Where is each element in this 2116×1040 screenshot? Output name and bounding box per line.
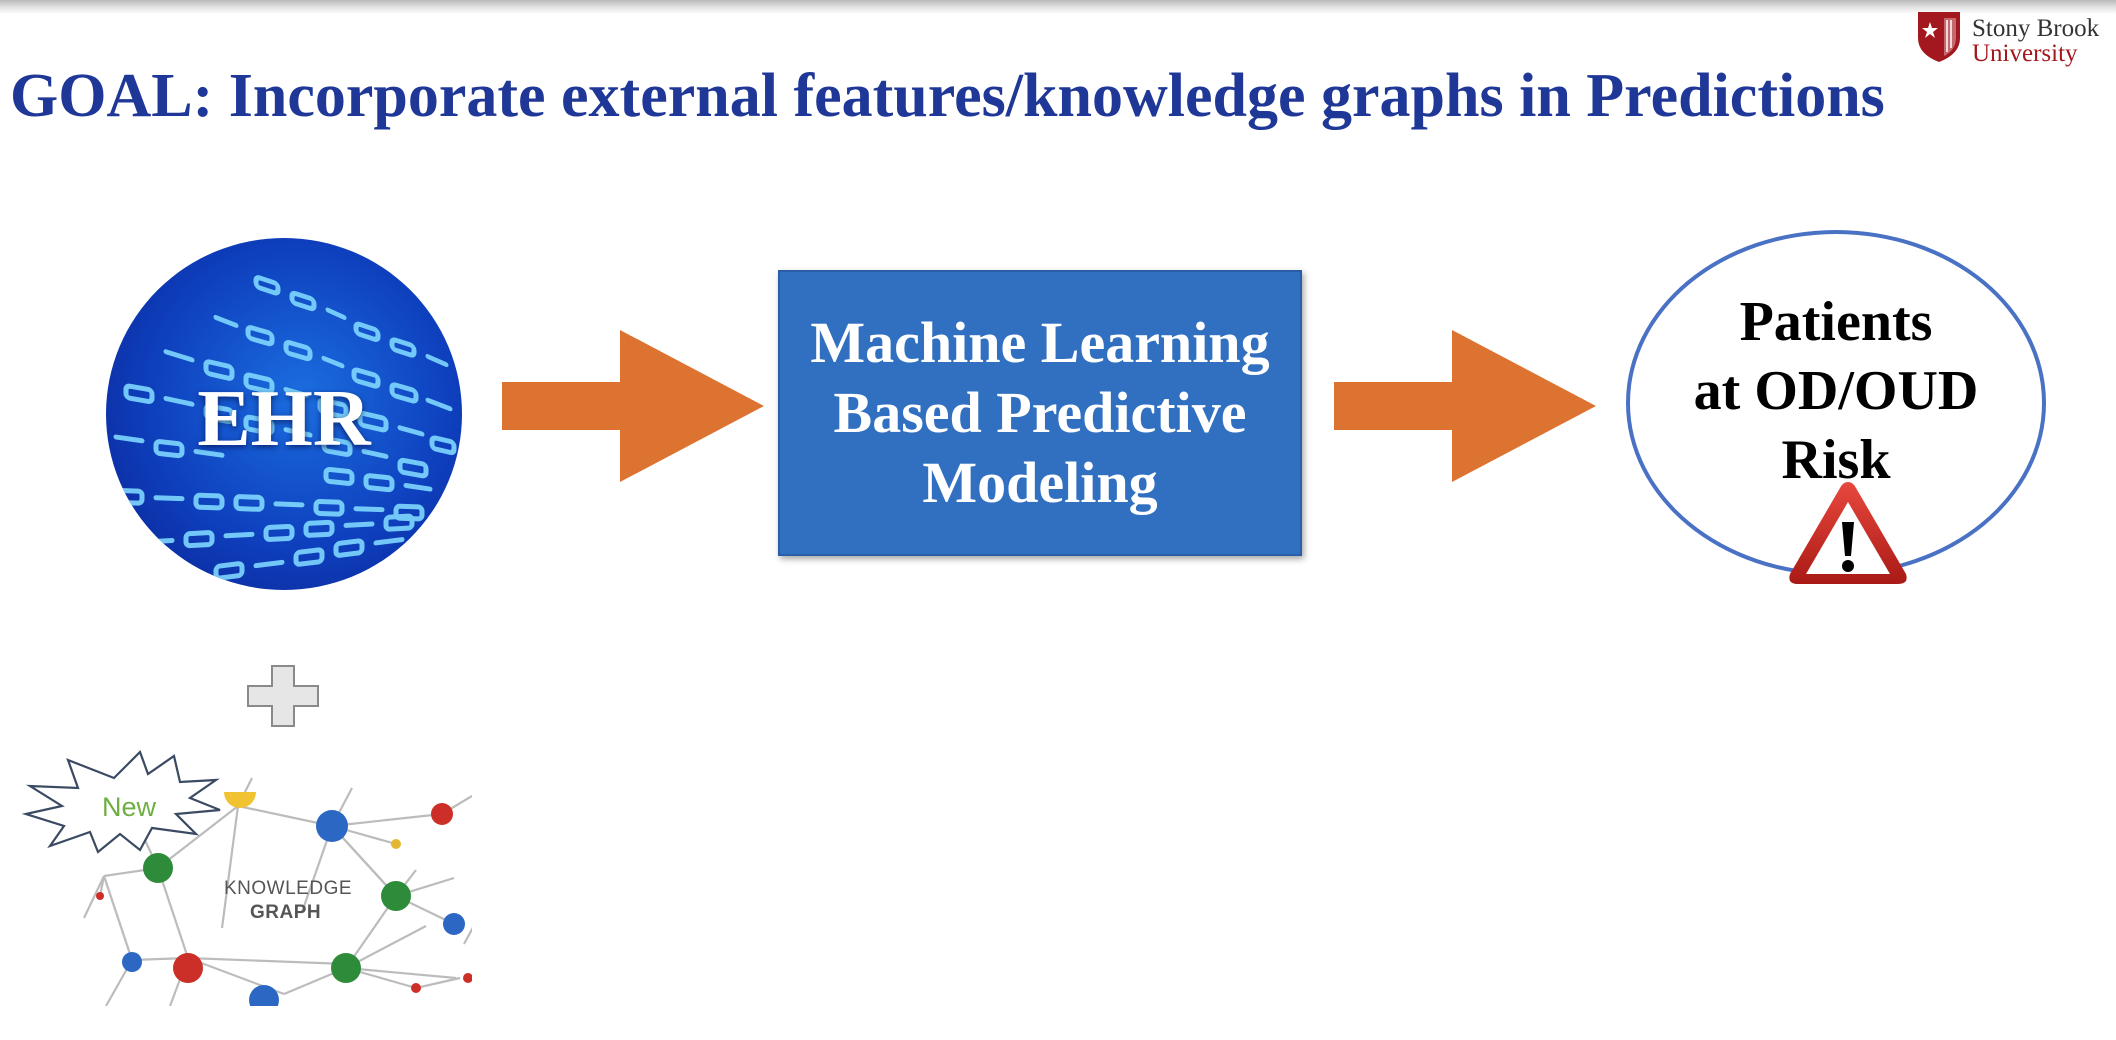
knowledge-graph-line-2: GRAPH — [250, 902, 322, 923]
output-line-1: Patients — [1739, 291, 1933, 353]
new-burst-label: New — [102, 792, 157, 822]
model-line-3: Modeling — [922, 450, 1158, 515]
slide-title: GOAL: Incorporate external features/know… — [10, 62, 1885, 130]
model-line-1: Machine Learning — [810, 310, 1270, 375]
model-line-2: Based Predictive — [833, 380, 1247, 445]
ehr-circle: EHR — [106, 238, 462, 590]
plus-icon — [247, 665, 319, 727]
university-logo: Stony Brook University — [1914, 6, 2114, 72]
knowledge-graph-line-1: KNOWLEDGE — [224, 878, 353, 899]
predictive-model-box: Machine Learning Based Predictive Modeli… — [778, 270, 1302, 556]
logo-line-1: Stony Brook — [1972, 15, 2100, 42]
output-line-2: at OD/OUD — [1693, 360, 1979, 422]
arrow-ehr-to-model — [502, 330, 764, 482]
binary-stream-graphic — [113, 275, 457, 581]
warning-icon — [1789, 482, 1907, 584]
slide-top-bar — [0, 0, 2116, 14]
output-line-3: Risk — [1781, 429, 1891, 491]
logo-line-2: University — [1972, 40, 2078, 67]
ehr-label: EHR — [197, 375, 371, 463]
shield-star-icon — [1918, 12, 1960, 62]
arrow-model-to-output — [1334, 330, 1596, 482]
knowledge-graph-network — [21, 750, 472, 1006]
knowledge-graph-image: New KNOWLEDGE GRAPH — [20, 748, 472, 1006]
